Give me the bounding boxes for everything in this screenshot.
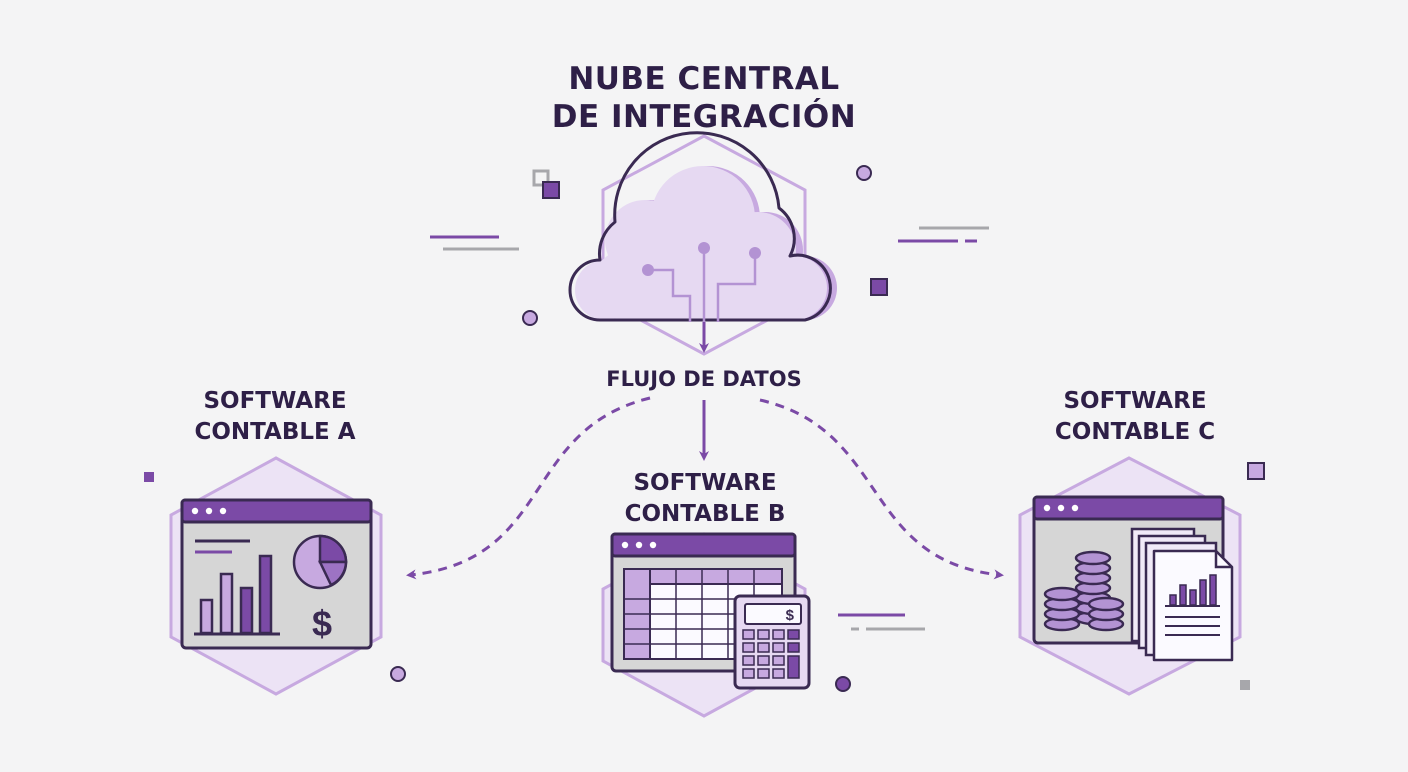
cloud-title: NUBE CENTRAL DE INTEGRACIÓN	[551, 61, 857, 135]
deco-square	[542, 181, 560, 199]
deco-square	[870, 278, 888, 296]
calculator-display: $	[786, 607, 795, 624]
software-node-c	[1018, 456, 1242, 696]
cloud-node	[568, 131, 837, 356]
coins-documents-icon	[1032, 495, 1234, 662]
dashboard-chart-icon: $	[180, 498, 373, 650]
flow-arrows	[406, 396, 1004, 580]
hexagon-frame	[601, 134, 807, 356]
deco-square	[532, 169, 550, 187]
software-node-a: $	[169, 456, 383, 696]
node-label-b: SOFTWARE CONTABLE B	[624, 470, 786, 527]
report-bar-chart	[1169, 574, 1217, 606]
decorations	[144, 165, 1265, 692]
node-label-a: SOFTWARE CONTABLE A	[194, 388, 356, 445]
deco-square	[144, 472, 154, 482]
deco-square	[1247, 462, 1265, 480]
deco-dot	[522, 310, 538, 326]
deco-dot	[390, 666, 406, 682]
deco-square	[1240, 680, 1250, 690]
calculator-icon: $	[733, 594, 811, 690]
dollar-sign-icon: $	[312, 603, 332, 644]
flow-arrow-a	[406, 396, 651, 580]
coin-stacks	[1043, 550, 1125, 632]
deco-dot	[856, 165, 872, 181]
flow-arrow-c	[759, 398, 1004, 580]
node-label-c: SOFTWARE CONTABLE C	[1054, 388, 1216, 445]
pie-chart-icon	[292, 534, 348, 590]
cloud-icon	[568, 131, 837, 322]
circuit-lines	[648, 248, 757, 322]
flow-label: FLUJO DE DATOS	[606, 367, 802, 391]
deco-dot	[835, 676, 851, 692]
software-node-b: $	[601, 532, 811, 718]
